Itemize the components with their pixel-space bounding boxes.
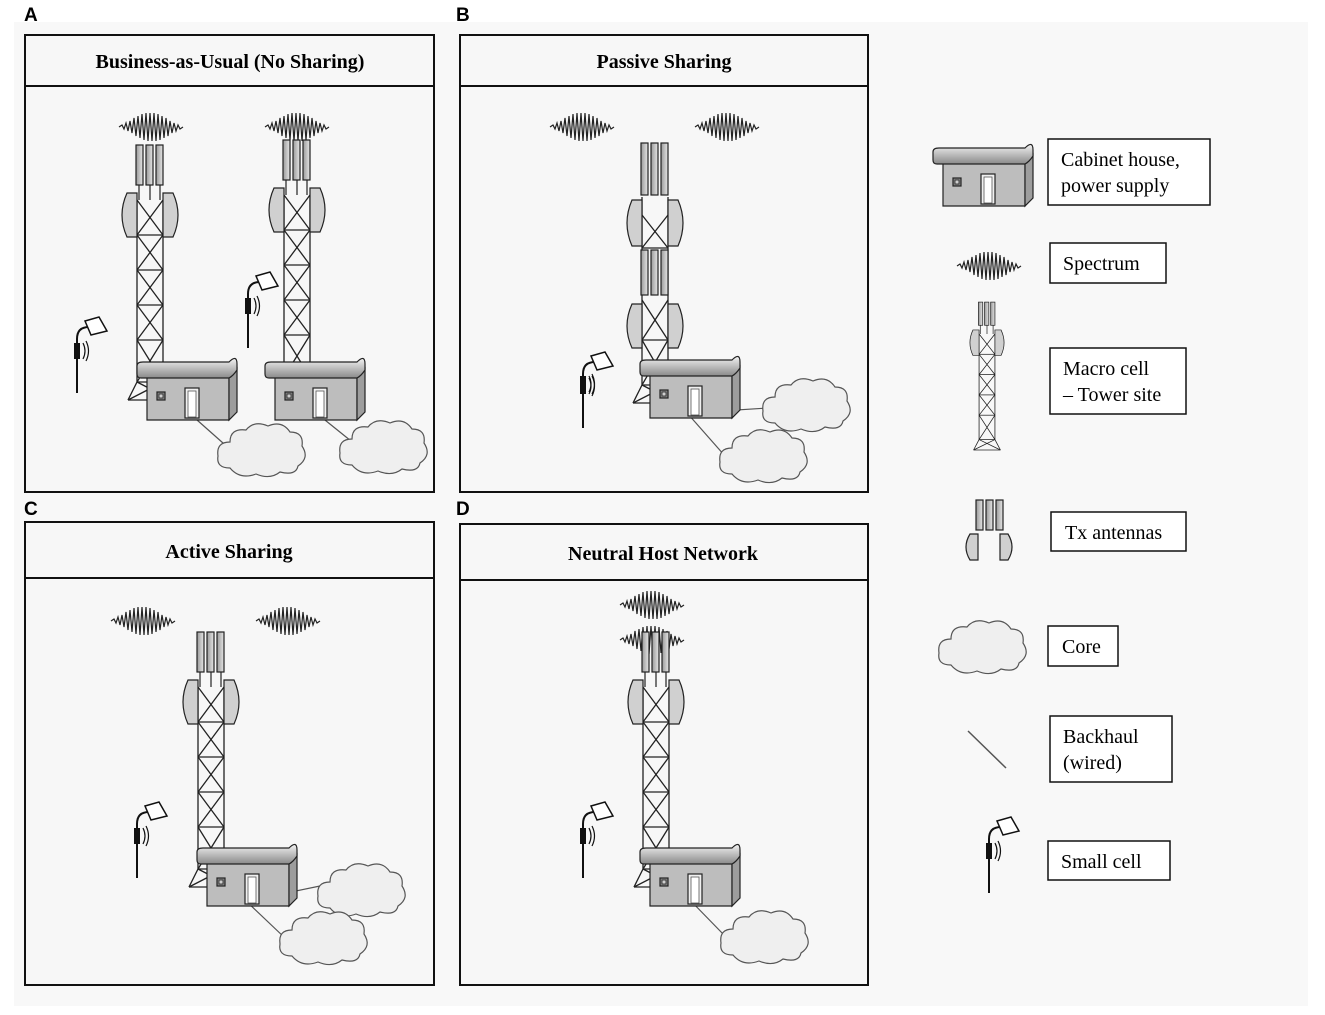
tx-antennas-icon: [965, 499, 1013, 561]
legend-item-core: Core: [938, 620, 1119, 675]
legend-label-line: Cabinet house,: [1061, 149, 1180, 171]
legend-label-line: Backhaul: [1063, 726, 1139, 748]
panel-title: Neutral Host Network: [568, 543, 759, 565]
backhaul-line-icon: [967, 730, 1007, 769]
panel-title: Active Sharing: [165, 541, 292, 563]
legend-label: Backhaul (wired): [1063, 726, 1144, 774]
legend-label: Cabinet house, power supply: [1061, 149, 1185, 197]
panel-letter: C: [24, 499, 38, 520]
cabinet-house-icon: [639, 843, 741, 907]
panel-d: D Neutral Host Network: [456, 499, 869, 986]
panel-c: C Active Sharing: [24, 499, 435, 986]
legend-label: Core: [1062, 636, 1101, 658]
panel-letter: A: [24, 5, 38, 26]
shared-macro-cell-tower-icon: [626, 142, 684, 404]
legend-item-backhaul: Backhaul (wired): [967, 715, 1173, 783]
legend-label: Tx antennas: [1065, 522, 1162, 544]
cabinet-house-icon: [932, 143, 1034, 207]
legend-item-small-cell: Small cell: [985, 816, 1171, 894]
panel-title: Business-as-Usual (No Sharing): [96, 51, 365, 73]
panel-letter: D: [456, 499, 470, 520]
cabinet-house-icon: [196, 843, 298, 907]
legend-label-line: – Tower site: [1062, 384, 1161, 406]
legend-label: Spectrum: [1063, 253, 1140, 275]
legend-label-line: power supply: [1061, 175, 1169, 197]
legend-label: Small cell: [1061, 851, 1142, 873]
panel-letter: B: [456, 5, 470, 26]
panel-title: Passive Sharing: [596, 51, 731, 73]
legend-label-line: (wired): [1063, 752, 1122, 774]
legend-item-cabinet-house: Cabinet house, power supply: [932, 138, 1211, 207]
legend-item-spectrum: Spectrum: [956, 242, 1167, 284]
legend-label: Macro cell – Tower site: [1062, 358, 1161, 406]
legend-label-line: Macro cell: [1063, 358, 1150, 380]
panel-a: A Business-as-Usual (No Sharing): [24, 5, 435, 493]
panel-b: B Passive Sharing: [456, 5, 869, 493]
legend: Cabinet house, power supply Spectrum Mac…: [932, 138, 1211, 894]
legend-item-tx-antennas: Tx antennas: [965, 499, 1187, 561]
cabinet-house-icon: [136, 357, 238, 421]
backhaul-line: [687, 413, 726, 457]
legend-item-macro-cell: Macro cell – Tower site: [969, 301, 1187, 451]
cabinet-house-icon: [639, 355, 741, 419]
cabinet-house-icon: [264, 357, 366, 421]
